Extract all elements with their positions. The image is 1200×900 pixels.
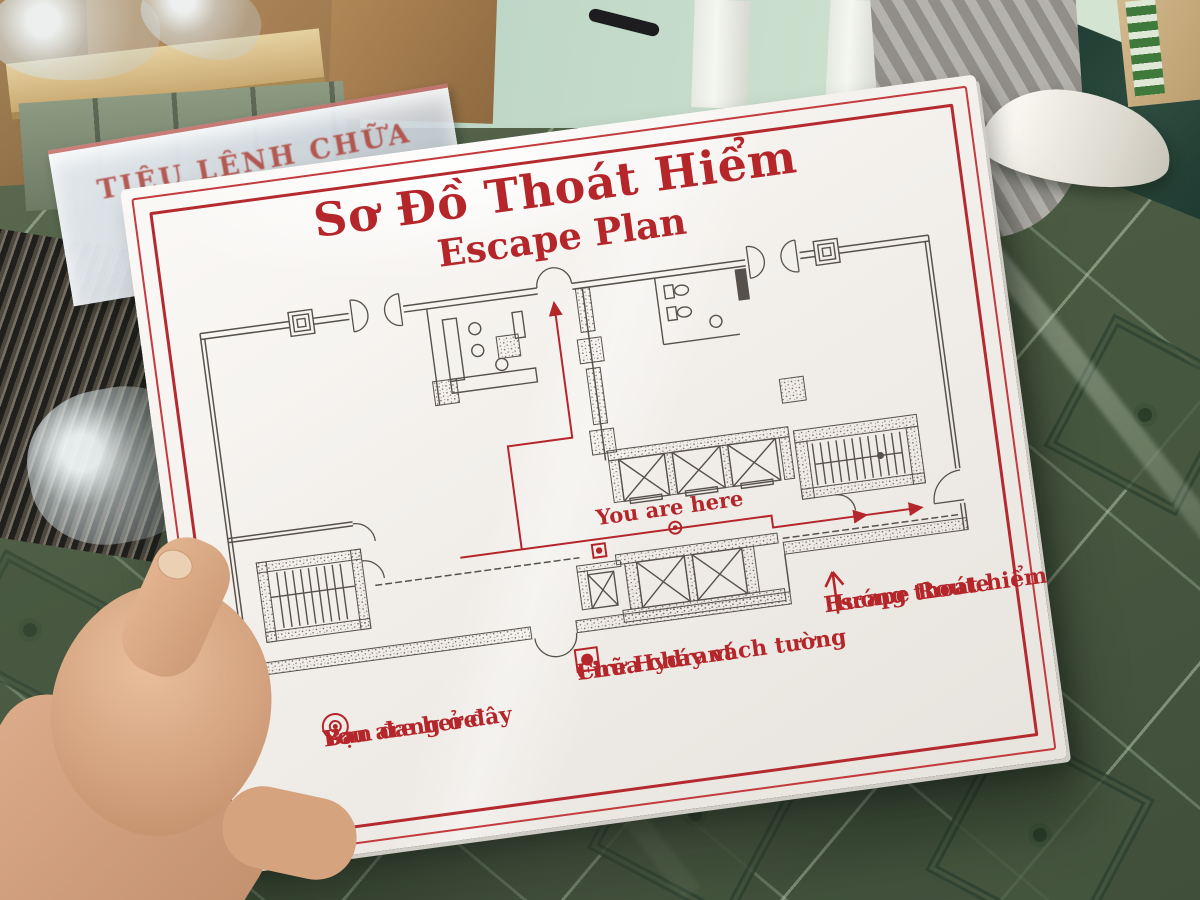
floor-plan-drawing: You are here [199, 234, 969, 679]
plan-details [270, 237, 906, 629]
box-print-stripe [1125, 0, 1165, 97]
door-frame-post [691, 0, 751, 109]
up-arrow-icon [824, 571, 845, 614]
escape-route-lines [460, 300, 924, 559]
plan-hatched-walls [244, 286, 969, 679]
bubble-wrap [0, 0, 160, 80]
escape-plan-sign: Sơ Đồ Thoát Hiểm Escape Plan [120, 74, 1068, 874]
cardboard-box [1116, 0, 1200, 108]
plan-doors [349, 239, 965, 658]
